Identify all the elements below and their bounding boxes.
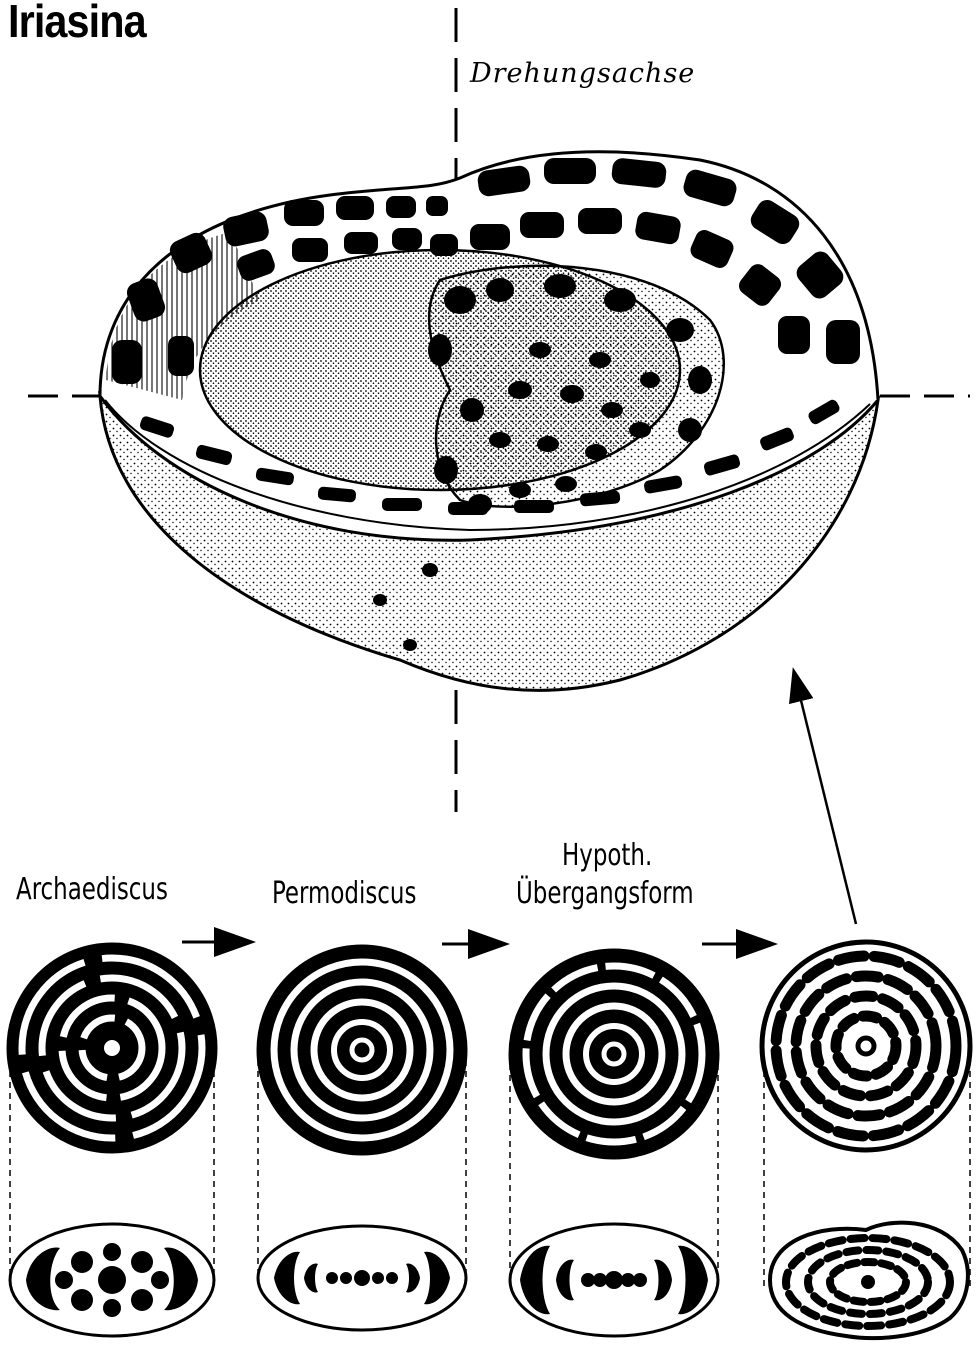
triasina-shell (100, 152, 878, 691)
disc-archaediscus (8, 944, 216, 1336)
disc-uebergangsform (510, 950, 718, 1336)
disc-triasina (762, 942, 970, 1338)
evolution-arrows (182, 942, 772, 944)
disc-permodiscus (258, 946, 466, 1330)
evolution-arrow-long (794, 672, 856, 924)
